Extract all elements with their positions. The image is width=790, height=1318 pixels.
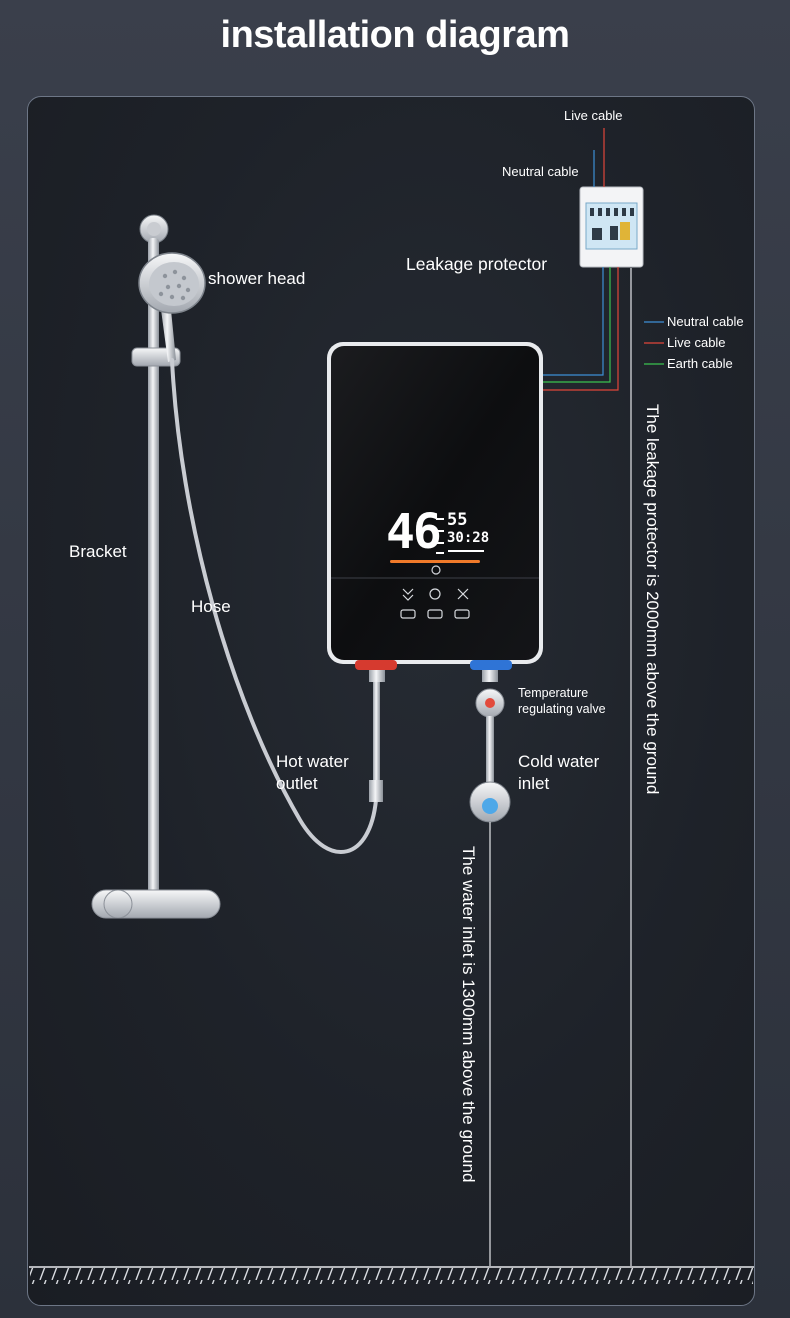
display-main-temp: 46 bbox=[386, 504, 442, 560]
label-neutral-cable-top: Neutral cable bbox=[502, 164, 579, 179]
supply-cables bbox=[593, 128, 605, 187]
leakage-protector-box bbox=[579, 186, 644, 268]
label-temp-valve-line2: regulating valve bbox=[518, 702, 606, 716]
hot-water-pipe bbox=[369, 668, 385, 802]
label-protector-height: The leakage protector is 2000mm above th… bbox=[643, 404, 662, 795]
label-cold-water-inlet-line1: Cold water bbox=[518, 752, 600, 771]
display-time: 30:28 bbox=[447, 530, 490, 546]
label-hose: Hose bbox=[191, 597, 231, 616]
legend-live-cable: Live cable bbox=[667, 335, 726, 350]
label-bracket: Bracket bbox=[69, 542, 127, 561]
legend-earth-cable: Earth cable bbox=[667, 356, 733, 371]
heater-cables bbox=[543, 267, 619, 391]
water-heater-unit bbox=[327, 342, 543, 670]
label-shower-head: shower head bbox=[208, 269, 306, 288]
label-inlet-height: The water inlet is 1300mm above the grou… bbox=[459, 846, 478, 1183]
cold-water-pipe bbox=[469, 668, 511, 823]
label-cold-water-inlet-line2: inlet bbox=[518, 774, 550, 793]
cable-legend-marks bbox=[644, 321, 664, 365]
label-live-cable-top: Live cable bbox=[564, 108, 623, 123]
shower-bracket bbox=[91, 214, 221, 919]
label-hot-water-outlet-line1: Hot water bbox=[276, 752, 349, 771]
shower-hose bbox=[170, 358, 378, 854]
label-hot-water-outlet-line2: outlet bbox=[276, 774, 318, 793]
label-leakage-protector: Leakage protector bbox=[406, 254, 548, 274]
legend-neutral-cable: Neutral cable bbox=[667, 314, 744, 329]
page-title: installation diagram bbox=[220, 14, 570, 56]
ground-hatch bbox=[29, 1266, 754, 1284]
shower-head bbox=[138, 252, 206, 362]
label-temp-valve-line1: Temperature bbox=[518, 686, 589, 700]
display-set-temp: 55 bbox=[447, 510, 468, 530]
